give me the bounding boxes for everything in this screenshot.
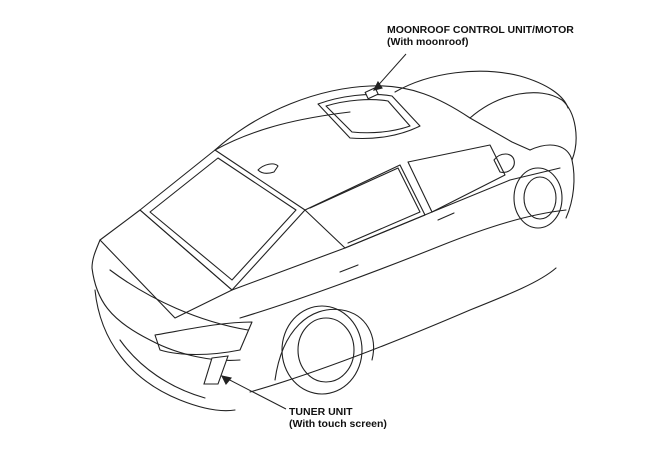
rear-bumper [94, 289, 236, 412]
moonroof-glass [317, 93, 421, 139]
tail-light [154, 321, 253, 356]
moonroof-control-unit-label: MOONROOF CONTROL UNIT/MOTOR (With moonro… [387, 24, 574, 48]
tuner-leader-line [221, 375, 287, 410]
side-mirror [493, 153, 515, 173]
rear-wheel [281, 305, 363, 395]
trunk-lid [99, 209, 233, 319]
rear-window [139, 149, 306, 291]
tuner-unit-marker [203, 355, 287, 410]
moonroof-label-title: MOONROOF CONTROL UNIT/MOTOR [387, 24, 574, 36]
moonroof-control-unit-marker [364, 53, 407, 100]
front-wheel [513, 167, 563, 229]
roof-outline [214, 85, 531, 151]
car-body-drawing [91, 70, 577, 412]
moonroof-label-note: (With moonroof) [387, 36, 469, 48]
hood [469, 92, 577, 161]
belt-line [231, 167, 561, 291]
tuner-label-note: (With touch screen) [289, 418, 387, 430]
tuner-unit-label: TUNER UNIT (With touch screen) [289, 406, 387, 430]
door-handle-rear [339, 264, 359, 273]
door-handle-front [437, 212, 455, 221]
side-window-front [407, 144, 506, 213]
tuner-label-title: TUNER UNIT [289, 406, 353, 418]
